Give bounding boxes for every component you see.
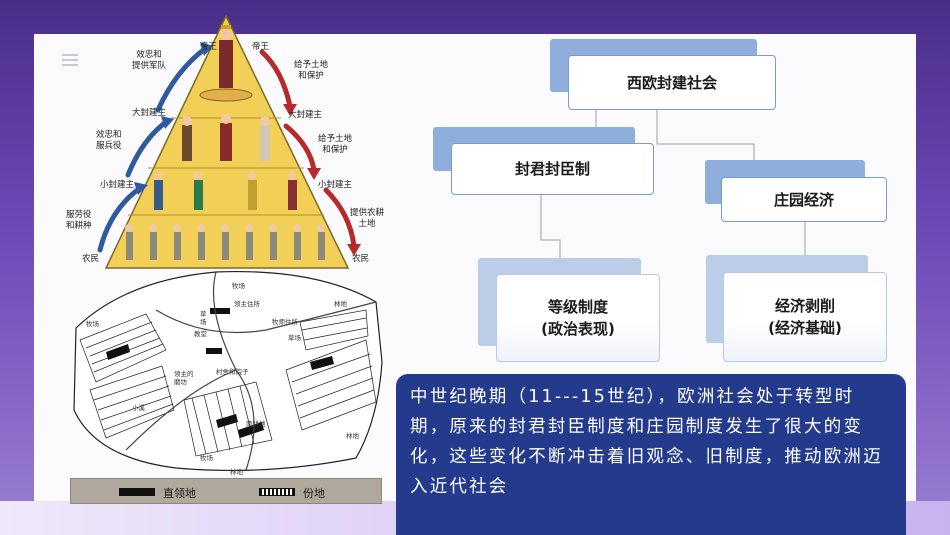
- label-grant-land-protect-1: 给予土地 和保护: [294, 60, 329, 81]
- peasants: [125, 224, 325, 260]
- great-lords: [182, 114, 270, 161]
- left-box: 封君封臣制: [451, 143, 654, 195]
- left-child-label-line1: 等级制度: [547, 298, 608, 316]
- small-lords: [154, 172, 297, 210]
- label-peasant-left: 农民: [82, 254, 100, 264]
- loyalty-arrows: [97, 45, 209, 253]
- label-small-lord-left: 小封建主: [100, 180, 135, 190]
- grant-arrows: [259, 49, 357, 249]
- label-loyalty-army: 效忠和 提供军队: [132, 50, 167, 71]
- king-figure: [219, 25, 233, 88]
- label-great-lord-right: 大封建主: [288, 110, 323, 120]
- map-label-manor-house: 领主住所: [234, 300, 260, 308]
- right-child-box: 经济剥削 (经济基础): [723, 272, 887, 362]
- label-grant-land-protect-2: 给予土地 和保护: [318, 134, 353, 155]
- label-great-lord-left: 大封建主: [132, 108, 167, 118]
- right-box: 庄园经济: [721, 177, 887, 222]
- label-provide-farmland: 提供农耕 土地: [350, 208, 385, 229]
- label-emperor-left: 帝王: [200, 42, 218, 52]
- right-box-label: 庄园经济: [773, 190, 834, 209]
- map-label-lord-mill: 领主的磨坊: [174, 370, 194, 386]
- legend-demesne-label: 直领地: [163, 487, 196, 500]
- left-box-label: 封君封臣制: [514, 160, 590, 178]
- left-child-box: 等级制度 (政治表现): [496, 274, 660, 362]
- label-small-lord-right: 小封建主: [318, 180, 353, 190]
- root-box: 西欧封建社会: [568, 55, 776, 110]
- root-box-label: 西欧封建社会: [626, 73, 717, 92]
- map-label-south-field: 南耕地: [246, 420, 266, 428]
- map-label-pasture-top: 牧场: [232, 282, 245, 290]
- map-label-church: 教堂: [194, 330, 207, 338]
- map-label-farmer-house: 牧师住所: [272, 318, 298, 326]
- label-emperor-right: 帝王: [252, 42, 270, 52]
- map-label-forest-bottom: 林地: [230, 468, 243, 476]
- map-legend: 直领地 份地: [70, 478, 382, 504]
- label-peasant-right: 农民: [352, 254, 370, 264]
- label-loyalty-military: 效忠和 服兵役: [96, 130, 122, 151]
- left-child-label-line2: (政治表现): [541, 320, 615, 338]
- map-label-stream: 小溪: [132, 404, 145, 412]
- map-label-pasture-left: 牧场: [86, 320, 99, 328]
- map-label-pasture-bottom: 牧场: [200, 454, 213, 462]
- map-label-forest-lower-right: 林地: [346, 432, 359, 440]
- right-child-label-line2: (经济基础): [768, 319, 842, 337]
- map-label-grassland: 草场: [200, 310, 207, 326]
- legend-tenant-swatch: [259, 488, 295, 496]
- info-panel: 中世纪晚期（11---15世纪），欧洲社会处于转型时期，原来的封君封臣制度和庄园…: [396, 374, 906, 535]
- manor-map: [73, 271, 383, 472]
- info-panel-text: 中世纪晚期（11---15世纪），欧洲社会处于转型时期，原来的封君封臣制度和庄园…: [410, 387, 883, 497]
- legend-demesne-swatch: [119, 488, 155, 496]
- menu-icon[interactable]: [62, 54, 78, 68]
- map-label-forest-right: 林地: [334, 300, 347, 308]
- map-label-grassland-2: 草场: [288, 334, 301, 342]
- feudal-illustration: 帝王 帝王 效忠和 提供军队 给予土地 和保护 大封建主 大封建主 效忠和 服兵…: [66, 10, 388, 504]
- feudal-pyramid-and-manor-map: [73, 14, 383, 472]
- map-label-village: 村舍和院子: [216, 368, 249, 376]
- right-child-label-line1: 经济剥削: [774, 297, 835, 315]
- legend-tenant-label: 份地: [303, 487, 325, 500]
- label-labor-farming: 服劳役 和耕种: [66, 210, 92, 231]
